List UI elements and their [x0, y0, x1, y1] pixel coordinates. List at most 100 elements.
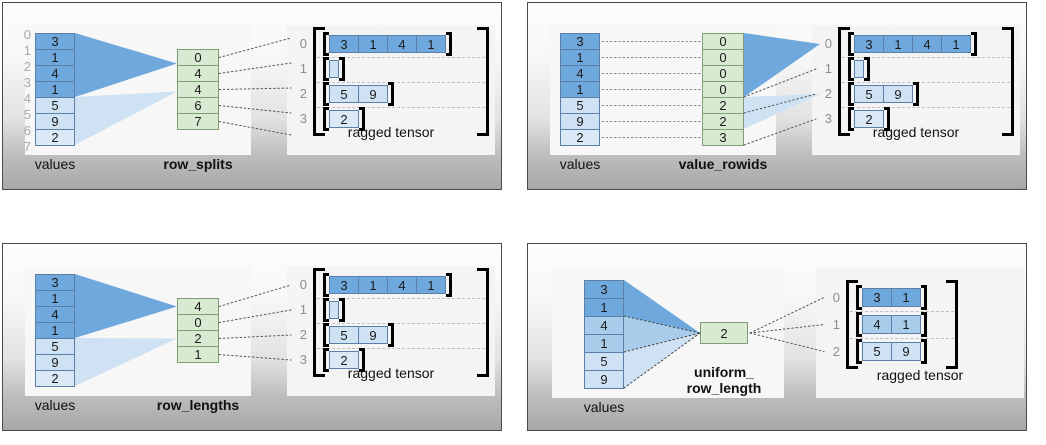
- encoding-caption-uniform_row_length: uniform_ row_length: [686, 364, 762, 396]
- encoding-cell: 4: [177, 81, 219, 98]
- tensor-cell: 1: [891, 288, 921, 307]
- tensor-outer-bracket-right: [477, 27, 489, 136]
- value-cell: 4: [584, 316, 624, 335]
- tensor-inner-bracket-left: [323, 57, 329, 81]
- value-cell: 1: [584, 298, 624, 317]
- tensor-inner-bracket-right: [913, 82, 919, 106]
- value-cell: 9: [584, 370, 624, 389]
- tensor-row: [329, 301, 339, 319]
- tensor-cell: 4: [912, 35, 942, 53]
- encoding-cell: 1: [177, 346, 219, 363]
- value-cell: 1: [35, 290, 75, 307]
- value-cell: 5: [35, 97, 75, 114]
- tensor-cell-empty: [329, 301, 339, 319]
- tensor-row-index: 3: [824, 111, 832, 126]
- value-cell: 1: [35, 322, 75, 339]
- tensor-cell: 1: [941, 35, 971, 53]
- value-cell: 1: [35, 81, 75, 98]
- tensor-inner-bracket-left: [323, 323, 329, 347]
- values-caption-value_rowids: values: [559, 156, 601, 172]
- encoding-cell: 6: [177, 97, 219, 114]
- tensor-inner-bracket-left: [323, 348, 329, 372]
- tensor-row-index: 3: [299, 352, 307, 367]
- tensor-inner-bracket-right: [864, 57, 870, 81]
- tensor-cell: 4: [387, 35, 417, 53]
- value-index-label: 2: [23, 59, 31, 74]
- encoding-cell: 0: [702, 49, 744, 66]
- tensor-cell: 1: [883, 35, 913, 53]
- value-cell: 5: [35, 338, 75, 355]
- value-cell: 1: [560, 49, 600, 66]
- value-cell: 9: [35, 354, 75, 371]
- tensor-inner-bracket-left: [856, 285, 862, 310]
- tensor-outer-bracket-right: [1002, 27, 1014, 136]
- value-index-label: 4: [23, 91, 31, 106]
- tensor-inner-bracket-left: [848, 82, 854, 106]
- tensor-inner-bracket-left: [323, 32, 329, 56]
- tensor-cell-empty: [854, 60, 864, 78]
- tensor-row: 2: [329, 110, 359, 128]
- tensor-inner-bracket-right: [921, 312, 927, 337]
- tensor-cell: 9: [358, 85, 388, 103]
- value-cell: 3: [560, 33, 600, 50]
- value-cell: 2: [35, 129, 75, 146]
- tensor-row-index: 1: [824, 61, 832, 76]
- tensor-row-index: 2: [832, 343, 840, 359]
- value-cell: 2: [35, 370, 75, 387]
- value-cell: 1: [35, 49, 75, 66]
- value-cell: 3: [35, 274, 75, 291]
- values-caption-row_splits: values: [34, 156, 76, 172]
- encoding-cell: 2: [700, 322, 748, 344]
- tensor-cell: 3: [862, 288, 892, 307]
- tensor-cell: 4: [862, 315, 892, 334]
- value-cell: 1: [560, 81, 600, 98]
- encoding-cell: 0: [702, 33, 744, 50]
- values-caption-uniform_row_length: values: [583, 399, 625, 415]
- encoding-cell: 0: [177, 49, 219, 66]
- tensor-inner-bracket-right: [359, 348, 365, 372]
- value-cell: 9: [35, 113, 75, 130]
- tensor-row-separator: [317, 322, 485, 324]
- tensor-row-separator: [317, 106, 485, 108]
- tensor-row-index: 0: [299, 36, 307, 51]
- tensor-inner-bracket-right: [388, 323, 394, 347]
- tensor-outer-bracket-right: [946, 280, 958, 369]
- tensor-cell: 5: [329, 326, 359, 344]
- tensor-outer-bracket-left: [313, 268, 325, 377]
- value-index-label: 1: [23, 43, 31, 58]
- tensor-row-separator: [317, 81, 485, 83]
- tensor-cell: 1: [416, 276, 446, 294]
- tensor-row-index: 3: [299, 111, 307, 126]
- tensor-inner-bracket-left: [323, 298, 329, 322]
- value-cell: 4: [35, 306, 75, 323]
- tensor-outer-bracket-left: [838, 27, 850, 136]
- tensor-row-index: 1: [299, 302, 307, 317]
- encoding-caption-value_rowids: value_rowids: [678, 156, 768, 172]
- encoding-cell: 0: [177, 314, 219, 331]
- tensor-row-index: 2: [824, 86, 832, 101]
- tensor-inner-bracket-left: [323, 273, 329, 297]
- tensor-cell: 2: [329, 110, 359, 128]
- tensor-outer-bracket-left: [313, 27, 325, 136]
- tensor-inner-bracket-left: [323, 82, 329, 106]
- encoding-cell: 7: [177, 113, 219, 130]
- tensor-row-index: 0: [832, 289, 840, 305]
- tensor-row: 2: [329, 351, 359, 369]
- value-index-label: 6: [23, 123, 31, 138]
- tensor-row-index: 2: [299, 327, 307, 342]
- tensor-row-index: 1: [299, 61, 307, 76]
- value-cell: 4: [560, 65, 600, 82]
- tensor-cell: 1: [358, 35, 388, 53]
- tensor-row: [854, 60, 864, 78]
- tensor-row-separator: [842, 81, 1010, 83]
- tensor-cell: 9: [358, 326, 388, 344]
- tensor-cell: 3: [329, 276, 359, 294]
- tensor-row-separator: [317, 297, 485, 299]
